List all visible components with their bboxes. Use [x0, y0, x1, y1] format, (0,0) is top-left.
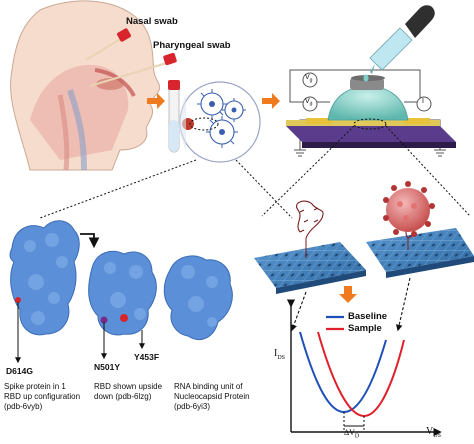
- caption-rbd: RBD shown upside down (pdb-6lzg): [94, 382, 163, 401]
- legend-sample-label: Sample: [348, 323, 382, 334]
- pipette-dropper: [363, 5, 435, 82]
- caption-spike-protein: Spike protein in 1 RBD up configuration …: [4, 382, 81, 411]
- baseline-dashed-arrow: [290, 291, 307, 332]
- process-arrow-2: [262, 93, 280, 109]
- sample-dashed-arrow: [395, 277, 411, 332]
- rbd-structure: [88, 250, 157, 336]
- zoom-line-right: [235, 159, 293, 219]
- y-axis-label: IDS: [274, 348, 286, 361]
- mutation-d614g-label: D614G: [6, 366, 33, 376]
- transfer-curve-plot: [286, 299, 442, 437]
- process-arrow-down: [339, 286, 357, 303]
- nucleocapsid-structure: [163, 255, 233, 340]
- fet-device: [286, 69, 456, 157]
- pharyngeal-swab-label: Pharyngeal swab: [153, 40, 231, 51]
- pharyngeal-swab-stick: [89, 52, 177, 87]
- zoom-cone: [179, 92, 186, 152]
- sensor-surface-baseline: [254, 200, 366, 294]
- zoom-line-device-left: [261, 125, 355, 217]
- shift-label: ΔVD: [344, 428, 360, 440]
- meter-vg-label: Vg: [305, 74, 313, 84]
- nasal-swab-stick: [85, 28, 131, 61]
- nasal-swab-label: Nasal swab: [126, 16, 178, 27]
- caption-nucleocapsid: RNA binding unit of Nucleocapsid Protein…: [174, 382, 250, 411]
- mutation-y453f-label: Y453F: [134, 352, 160, 362]
- x-axis-label: VDS: [426, 426, 441, 439]
- spike-protein-structure: [9, 220, 80, 336]
- sample-curve: [317, 331, 405, 418]
- process-arrow-1: [147, 93, 165, 109]
- head-profile-illustration: [10, 0, 161, 171]
- meter-vd-label: Vd: [305, 98, 313, 108]
- meter-i-label: I: [422, 98, 424, 105]
- sensor-surface-sample: [366, 215, 474, 278]
- sars-cov-2-virus-particle: [383, 181, 435, 237]
- virus-magnified-view: [179, 81, 261, 163]
- mutation-n501y-label: N501Y: [94, 362, 120, 372]
- legend-baseline-label: Baseline: [348, 311, 388, 322]
- zoom-line-device-right: [385, 125, 471, 217]
- sample-tube: [168, 80, 180, 153]
- spike-to-rbd-arrow: [80, 233, 100, 249]
- baseline-curve: [299, 331, 387, 414]
